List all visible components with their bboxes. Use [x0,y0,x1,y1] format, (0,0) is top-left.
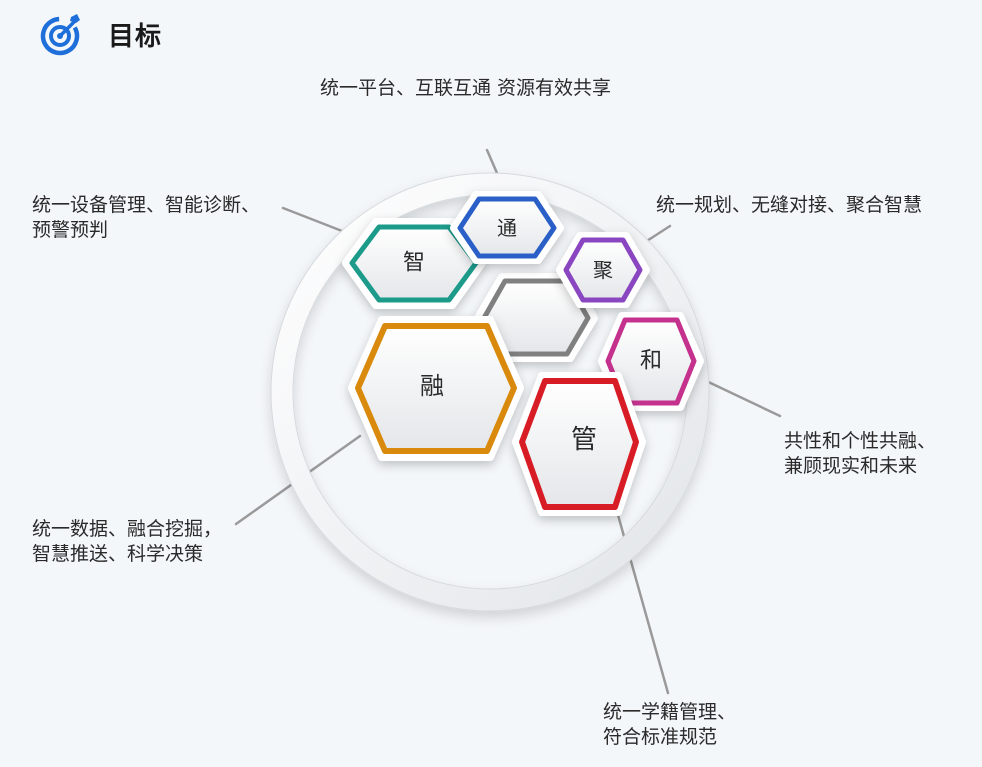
annotation-upper-left-line-2: 预警预判 [32,219,109,241]
page-title: 目标 [108,21,163,52]
hexagon-ju-label: 聚 [593,258,613,282]
hexagon-tong-label: 通 [497,216,517,240]
hexagon-guan: 管 [512,372,646,516]
annotation-right-line-1: 共性和个性共融、 [784,430,937,452]
annotation-right-line-2: 兼顾现实和未来 [784,455,918,477]
hexagon-rong-label: 融 [420,372,444,400]
annotation-lower-left: 统一数据、融合挖掘， 智慧推送、科学决策 [32,517,222,567]
annotation-upper-left: 统一设备管理、智能诊断、 预警预判 [32,193,260,243]
annotation-right: 共性和个性共融、 兼顾现实和未来 [784,429,936,479]
annotation-top: 统一平台、互联互通 资源有效共享 [320,76,611,101]
hexagon-zhi: 智 [342,218,486,309]
annotation-lower-left-line-2: 智慧推送、科学决策 [32,543,204,565]
hexagon-rong: 融 [348,316,524,461]
annotation-upper-right: 统一规划、无缝对接、聚合智慧 [656,193,922,218]
hexagon-he: 和 [598,312,704,411]
target-icon [40,14,80,56]
hexagon-ju: 聚 [556,232,650,308]
annotation-bottom-line-1: 统一学籍管理、 [603,701,737,723]
hexagon-zhi-label: 智 [403,251,425,276]
hexagon-tong: 通 [450,191,564,264]
hexagon-guan-label: 管 [571,425,597,455]
annotation-lower-left-line-1: 统一数据、融合挖掘， [32,518,223,540]
annotation-bottom: 统一学籍管理、 符合标准规范 [603,700,736,750]
connector-right [698,376,782,418]
annotation-top-line-1: 统一平台、互联互通 资源有效共享 [320,77,612,99]
header: 目标 [40,12,162,56]
annotation-upper-left-line-1: 统一设备管理、智能诊断、 [32,194,261,216]
annotation-bottom-line-2: 符合标准规范 [603,726,718,748]
annotation-upper-right-line-1: 统一规划、无缝对接、聚合智慧 [656,194,923,216]
hexagon-he-label: 和 [640,349,662,374]
